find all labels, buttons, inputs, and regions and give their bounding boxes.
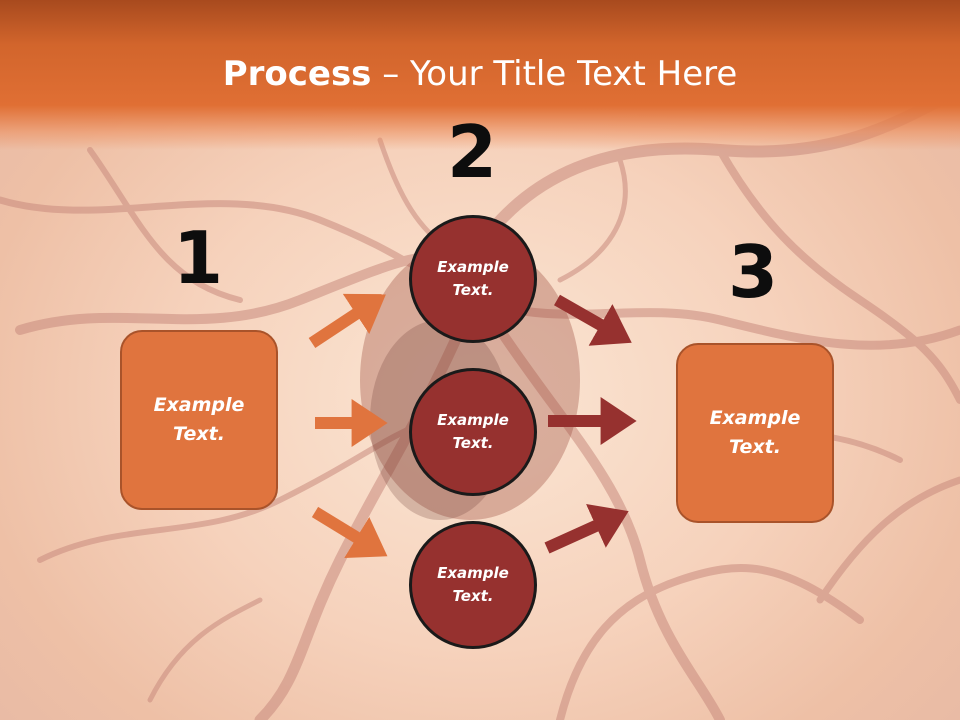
step-3-text: Example Text. (709, 407, 801, 458)
circle-bottom-text: Example Text. (437, 564, 509, 605)
step-3-box[interactable]: Example Text. (676, 343, 834, 523)
circle-top[interactable]: Example Text. (409, 215, 537, 343)
step-1-text: Example Text. (153, 394, 245, 445)
circle-middle-text: Example Text. (437, 411, 509, 452)
title-bold: Process (222, 54, 372, 94)
slide-title: Process – Your Title Text Here (0, 52, 960, 96)
title-rest: – Your Title Text Here (371, 54, 738, 94)
step-number-1: 1 (172, 216, 224, 300)
circle-bottom[interactable]: Example Text. (409, 521, 537, 649)
circle-top-text: Example Text. (437, 258, 509, 299)
step-1-box[interactable]: Example Text. (120, 330, 278, 510)
step-number-2: 2 (446, 110, 498, 194)
circle-middle[interactable]: Example Text. (409, 368, 537, 496)
step-number-3: 3 (727, 230, 779, 314)
title-band (0, 0, 960, 150)
